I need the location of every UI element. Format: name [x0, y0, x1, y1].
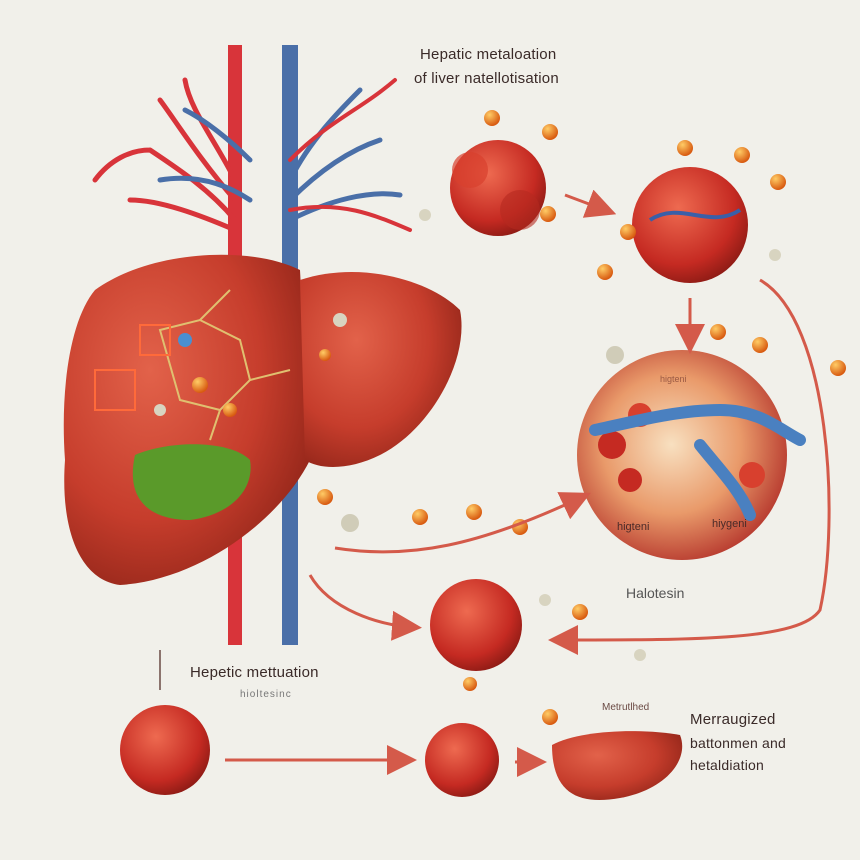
molecule-node	[223, 403, 237, 417]
node-marker	[710, 324, 726, 340]
node-marker	[830, 360, 846, 376]
arrow-top-flow	[564, 189, 617, 218]
molecule-marker	[606, 346, 624, 364]
protein-cluster-top-left	[450, 140, 546, 236]
node-marker	[317, 489, 333, 505]
node-marker	[677, 140, 693, 156]
molecule-marker	[419, 209, 431, 221]
sphere-label-left: higteni	[617, 521, 650, 533]
node-marker	[466, 504, 482, 520]
enzyme-channel	[589, 403, 806, 521]
sphere-label-top: higteni	[660, 374, 687, 384]
arrow-right-loop	[548, 278, 831, 655]
metabolized-tag: Metrutlhed	[602, 702, 650, 713]
metabolized-liver	[552, 731, 683, 800]
molecule-marker	[539, 594, 551, 606]
liver-highlight-box	[139, 324, 171, 356]
result-line-2: battonmen and	[690, 735, 787, 751]
halotesin-label: Halotesin	[626, 585, 685, 601]
molecule-marker	[341, 514, 359, 532]
node-marker	[597, 264, 613, 280]
arrow-liver-to-sphere	[334, 492, 591, 554]
node-marker	[540, 206, 556, 222]
node-marker	[770, 174, 786, 190]
minor-molecules	[341, 209, 781, 661]
node-marker	[572, 604, 588, 620]
bottom-title: Hepetic mettuation	[190, 664, 319, 681]
liver-lobe-left	[63, 254, 310, 586]
orange-nodes	[317, 110, 846, 725]
molecule-node	[154, 404, 166, 416]
node-marker	[484, 110, 500, 126]
result-line-3: hetaldiation	[690, 757, 765, 773]
liver-highlight-box	[94, 369, 136, 411]
metabolism-sphere	[577, 350, 806, 560]
protein-cluster-top-right	[632, 167, 748, 283]
molecule-marker	[634, 649, 646, 661]
bottom-subtitle: hioltesinc	[240, 689, 292, 700]
flow-arrows	[225, 189, 831, 777]
result-line-1: Merraugized	[690, 711, 776, 728]
node-marker	[463, 677, 477, 691]
gallbladder	[132, 444, 251, 520]
node-marker	[734, 147, 750, 163]
molecule-node	[333, 313, 347, 327]
arrow-liver-to-bottom	[308, 574, 422, 641]
molecule-node	[319, 349, 331, 361]
protein-cluster-bottom-middle	[430, 579, 522, 671]
protein-cluster-bottom-left	[120, 705, 210, 795]
node-marker	[542, 709, 558, 725]
sphere-label-right: hiygeni	[712, 518, 747, 530]
molecule-node	[178, 333, 192, 347]
node-marker	[542, 124, 558, 140]
molecule-node	[192, 377, 208, 393]
liver	[63, 254, 462, 586]
liver-molecular-network	[158, 289, 291, 441]
title-line-2: of liver natellotisation	[414, 70, 559, 87]
protein-cluster-bottom-center	[425, 723, 499, 797]
node-marker	[620, 224, 636, 240]
node-marker	[412, 509, 428, 525]
molecule-marker	[769, 249, 781, 261]
artery-red-branches-2	[288, 78, 412, 232]
title-line-1: Hepatic metaloation	[420, 46, 557, 63]
node-marker	[752, 337, 768, 353]
